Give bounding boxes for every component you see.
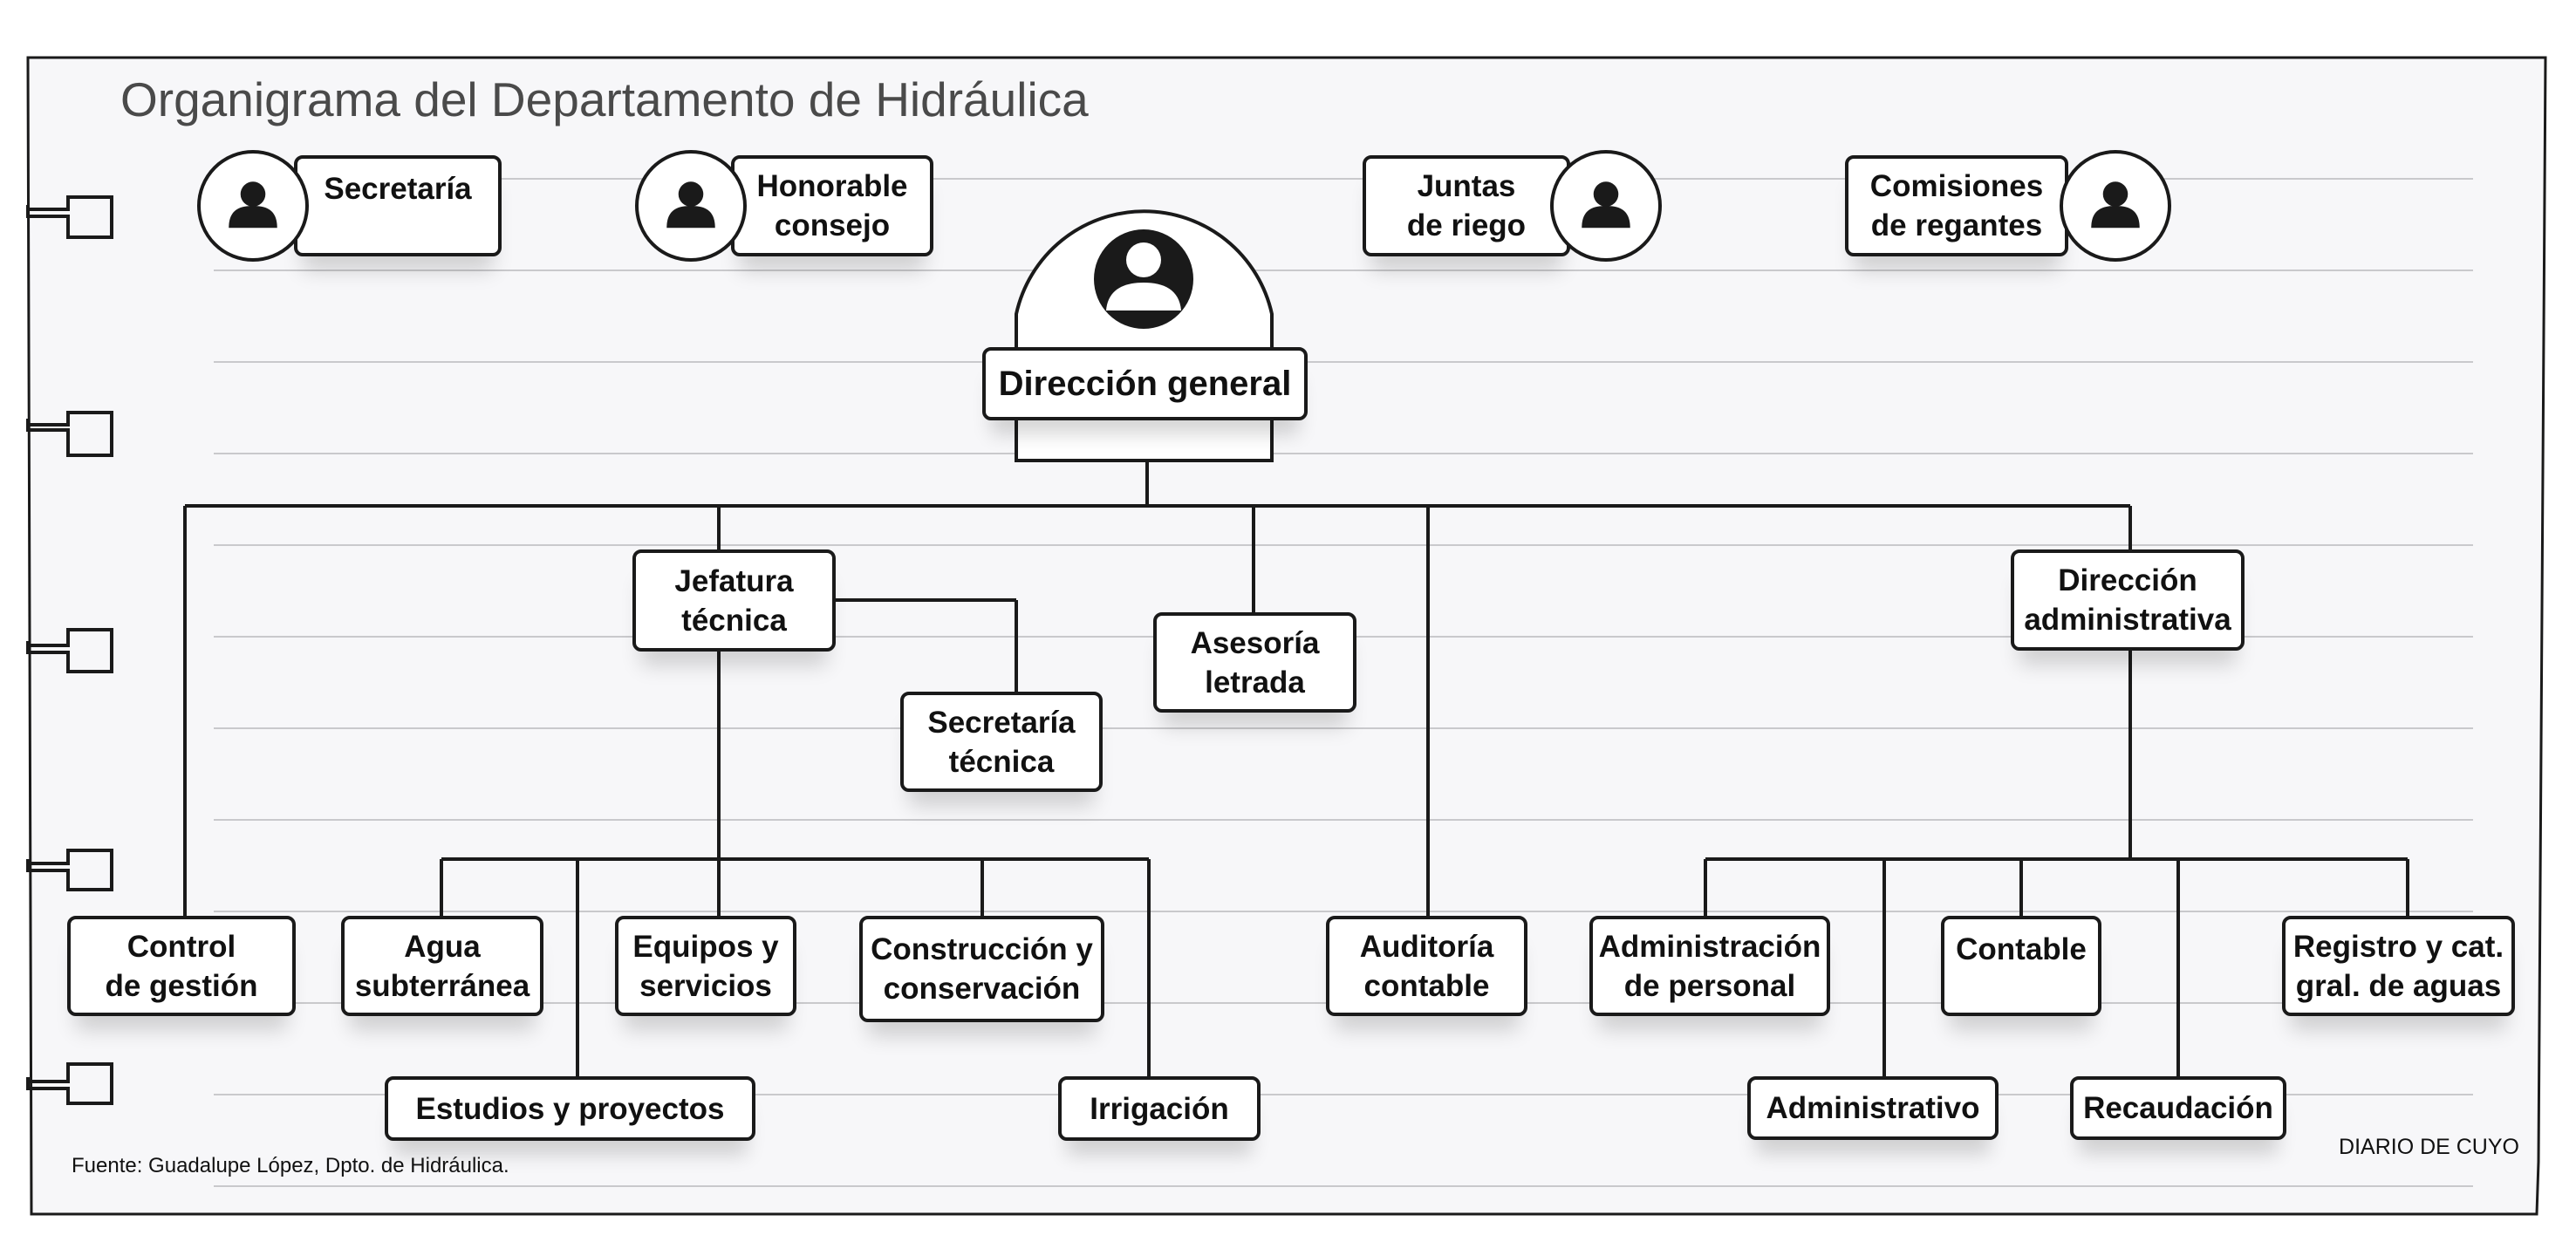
source-note: Fuente: Guadalupe López, Dpto. de Hidráu… <box>72 1154 509 1177</box>
juntas-riego-avatar <box>1550 150 1662 262</box>
node-construccion-conservacion: Construcción y conservación <box>859 916 1104 1022</box>
node-direccion-general: Dirección general <box>982 347 1308 420</box>
connector-lines <box>183 461 2409 1076</box>
binder-tab <box>26 195 113 239</box>
node-comisiones-regantes: Comisiones de regantes <box>1845 155 2068 256</box>
node-administracion-personal: Administración de personal <box>1589 916 1830 1016</box>
publisher-credit: DIARIO DE CUYO <box>2339 1135 2519 1159</box>
node-secretaria-tecnica: Secretaría técnica <box>900 692 1103 792</box>
node-equipos-servicios: Equipos y servicios <box>615 916 796 1016</box>
chart-title: Organigrama del Departamento de Hidráuli… <box>120 72 1089 126</box>
honorable-consejo-avatar <box>635 150 747 262</box>
node-agua-subterranea: Agua subterránea <box>341 916 543 1016</box>
binder-tabs <box>26 195 113 1105</box>
binder-tab <box>26 849 113 891</box>
node-irrigacion: Irrigación <box>1058 1076 1261 1141</box>
node-jefatura-tecnica: Jefatura técnica <box>632 549 836 652</box>
binder-tab <box>26 628 113 673</box>
node-recaudacion: Recaudación <box>2070 1076 2286 1140</box>
node-contable: Contable <box>1941 916 2101 1016</box>
secretaria-avatar <box>197 150 309 262</box>
node-estudios-proyectos: Estudios y proyectos <box>385 1076 755 1141</box>
node-administrativo: Administrativo <box>1747 1076 1999 1140</box>
person-icon <box>1126 242 1161 277</box>
node-secretaria: Secretaría <box>294 155 502 256</box>
node-auditoria-contable: Auditoría contable <box>1326 916 1527 1016</box>
person-icon-body <box>1106 283 1181 310</box>
node-juntas-riego: Juntas de riego <box>1363 155 1570 256</box>
binder-tab <box>26 1062 113 1105</box>
node-direccion-administrativa: Dirección administrativa <box>2011 549 2245 651</box>
node-control-gestion: Control de gestión <box>67 916 296 1016</box>
person-icon <box>654 169 728 242</box>
node-asesoria-letrada: Asesoría letrada <box>1153 612 1356 713</box>
binder-tab <box>26 411 113 457</box>
person-icon <box>2079 169 2152 242</box>
comisiones-regantes-avatar <box>2060 150 2171 262</box>
person-icon <box>216 169 290 242</box>
node-honorable-consejo: Honorable consejo <box>731 155 933 256</box>
node-registro-catastro: Registro y cat. gral. de aguas <box>2282 916 2515 1016</box>
person-icon <box>1569 169 1643 242</box>
